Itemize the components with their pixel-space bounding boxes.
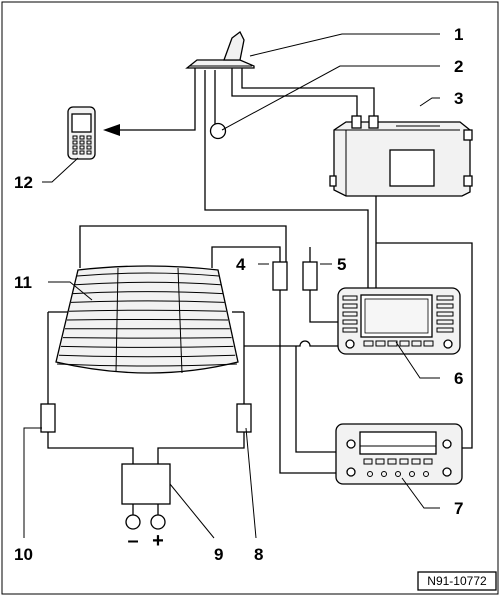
terminal-minus-label: –: [127, 530, 138, 552]
wire-filter4-radio: [279, 290, 338, 474]
radio-unit: [335, 423, 463, 485]
heater-line: [72, 291, 223, 295]
callout-1: 1: [454, 25, 463, 44]
microphone-sensor: [209, 122, 227, 140]
navigation-unit: [337, 287, 461, 355]
heater-line: [56, 363, 238, 367]
filter-5: [302, 261, 318, 291]
wiring: [47, 68, 473, 515]
wire-filter5-nav: [309, 290, 340, 323]
module-label-plate: [389, 149, 435, 187]
callout-7: 7: [454, 499, 463, 518]
callout-10: 10: [14, 545, 33, 564]
connector-b: [368, 115, 379, 129]
callout-3: 3: [454, 89, 463, 108]
wire-nav-radio: [295, 346, 338, 453]
wire-antenna-module-b: [241, 68, 375, 118]
signal-arrow-icon: [103, 124, 120, 136]
heater-line: [62, 337, 232, 339]
wire-module-radio: [376, 242, 473, 449]
terminal-plus-label: +: [152, 530, 164, 552]
filter-8: [236, 403, 252, 433]
connector-a: [351, 115, 362, 129]
wire-antenna-nav: [204, 70, 369, 292]
rear-window-antenna: [55, 265, 239, 374]
terminal-minus: [125, 514, 141, 530]
callout-6: 6: [454, 369, 463, 388]
filter-4: [272, 261, 288, 291]
terminal-plus: [150, 514, 166, 530]
wire-antenna-module-a: [231, 68, 358, 118]
callout-4: 4: [236, 255, 246, 274]
leader-lines: [23, 33, 440, 539]
control-module: [329, 115, 473, 197]
roof-antenna: [185, 31, 255, 69]
wire-window-top: [79, 225, 287, 268]
mobile-phone: [67, 106, 96, 160]
reference-box: [417, 571, 497, 591]
heater-line: [60, 345, 234, 348]
wire-right-amp: [157, 432, 245, 464]
reference-number: N91-10772: [427, 574, 487, 588]
heater-line: [66, 319, 229, 321]
heater-line: [70, 300, 225, 303]
heater-line: [76, 272, 220, 277]
callout-12: 12: [14, 173, 33, 192]
filter-10: [40, 403, 56, 433]
heater-line: [68, 309, 227, 312]
callout-11: 11: [14, 273, 32, 292]
callout-9: 9: [214, 545, 223, 564]
radio-display: [359, 431, 437, 455]
heater-line: [74, 281, 221, 286]
callout-8: 8: [254, 545, 263, 564]
heater-line: [58, 354, 236, 358]
wire-left-amp: [47, 432, 134, 464]
wire-antenna-phone: [118, 68, 196, 131]
wire-window-nav: [244, 340, 340, 347]
callout-5: 5: [337, 255, 346, 274]
amplifier-9: [121, 463, 171, 505]
wire-filter4-top: [211, 246, 281, 268]
callout-2: 2: [454, 57, 463, 76]
